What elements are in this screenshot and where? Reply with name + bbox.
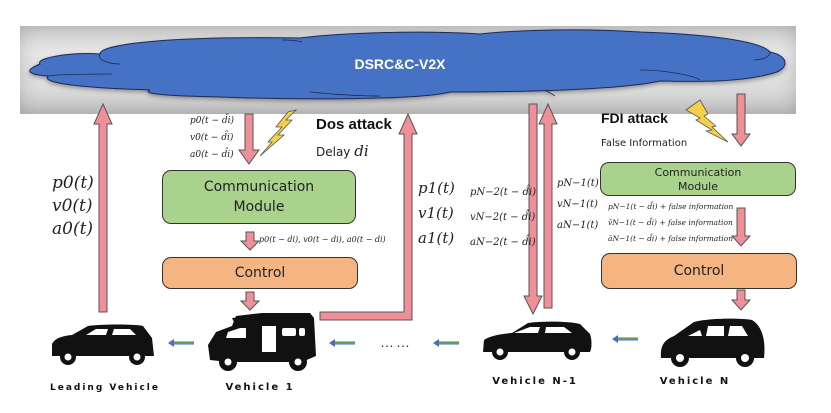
leading-state-position: p0(t) <box>52 173 94 193</box>
vehicle-n-control-box: Control <box>601 253 797 289</box>
chain-arrow-dots-to-v1 <box>329 339 355 347</box>
vehicle-n-suv-icon <box>660 318 765 367</box>
falsified-acceleration: āN−1(t − d̂i) + false information <box>608 234 734 243</box>
vehicle-n-minus-1-received-states: pN−2(t − d̂i) vN−2(t − d̂i) aN−2(t − d̂i… <box>470 180 536 255</box>
vehicle-n-communication-module: Communication Module <box>600 162 796 196</box>
vehicle-n-minus-1-car-icon <box>483 321 592 360</box>
dos-attack-title: Dos attack <box>316 116 392 133</box>
leading-state-acceleration: a0(t) <box>52 219 94 239</box>
vehicle1-label: Vehicle 1 <box>225 382 295 393</box>
v1-comm-line1: Communication <box>203 179 315 195</box>
leading-vehicle-uplink-arrow <box>93 102 113 313</box>
vehicle1-communication-module: Communication Module <box>162 170 356 224</box>
vehicle1-control-to-vehicle-arrow <box>239 291 261 311</box>
leading-state-velocity: v0(t) <box>52 196 93 216</box>
v1-state-acceleration: a1(t) <box>418 229 455 247</box>
vn1-received-velocity: vN−2(t − d̂i) <box>470 212 536 223</box>
dos-attack-lightning-icon <box>259 109 298 157</box>
dos-attack-description: Delay di <box>316 142 369 160</box>
vn1-received-position: pN−2(t − d̂i) <box>470 187 537 198</box>
vehicle1-camper-icon <box>208 313 316 371</box>
vehicle-n-minus-1-downlink-arrow <box>523 103 543 316</box>
leading-vehicle-car-icon <box>52 324 154 365</box>
vehicle-n-falsified-outputs: pN−1(t − d̂i) + false information v̄N−1(… <box>608 199 733 247</box>
vn-comm-line1: Communication <box>654 166 742 179</box>
vehicle1-delayed-output: p0(t − di), v0(t − di), a0(t − di) <box>259 235 386 244</box>
v1-state-velocity: v1(t) <box>418 204 454 222</box>
vn-comm-line2: Module <box>678 180 718 193</box>
chain-arrow-v1-to-leading <box>168 339 194 347</box>
leading-vehicle-label: Leading Vehicle <box>49 383 160 393</box>
vehicle-n-downlink-arrow <box>731 93 751 147</box>
fdi-attack-description: False Information <box>601 138 688 149</box>
leading-vehicle-states: p0(t) v0(t) a0(t) <box>52 172 94 241</box>
more-vehicles-ellipsis: …… <box>380 334 412 350</box>
network-label: DSRC&C-V2X <box>354 56 446 72</box>
vehicle-n-comm-to-control-arrow <box>730 207 752 247</box>
vehicle-n-minus-1-uplink-arrow <box>538 102 558 309</box>
dos-delay-label: Delay <box>316 145 351 159</box>
chain-arrow-vn-to-vn1 <box>612 335 638 343</box>
v1-received-velocity: v0(t − d̂i) <box>190 133 234 143</box>
chain-arrow-vn1-to-dots <box>433 339 459 347</box>
vehicle-n-minus-1-label: Vehicle N-1 <box>492 376 578 387</box>
v1-received-position: p0(t − d̂i) <box>190 116 235 126</box>
vehicle1-uplink-arrow <box>319 112 418 321</box>
fdi-attack-lightning-icon <box>685 99 729 143</box>
v1-received-acceleration: a0(t − d̂i) <box>190 150 234 160</box>
falsified-position: pN−1(t − d̂i) + false information <box>608 202 734 211</box>
fdi-attack-title: FDI attack <box>601 110 668 126</box>
vehicle-n-control-to-vehicle-arrow <box>730 289 752 311</box>
vehicle1-control-box: Control <box>162 257 358 289</box>
v1-comm-line2: Module <box>233 199 285 215</box>
vehicle1-received-states: p0(t − d̂i) v0(t − d̂i) a0(t − d̂i) <box>190 113 234 164</box>
cloud-network-icon <box>29 29 786 100</box>
vehicle1-broadcast-states: p1(t) v1(t) a1(t) <box>418 176 455 251</box>
vehicle1-comm-to-control-arrow <box>239 231 261 251</box>
vn1-received-acceleration: aN−2(t − d̂i) <box>470 237 536 248</box>
vehicle-n-label: Vehicle N <box>659 376 731 387</box>
vehicle1-downlink-arrow <box>238 113 260 165</box>
vn1-state-acceleration: aN−1(t) <box>557 220 599 231</box>
vn1-state-velocity: vN−1(t) <box>557 199 598 210</box>
falsified-velocity: v̄N−1(t − d̂i) + false information <box>608 218 733 227</box>
dos-delay-symbol: di <box>354 142 369 160</box>
vn1-state-position: pN−1(t) <box>557 178 599 189</box>
vehicle-n-minus-1-broadcast-states: pN−1(t) vN−1(t) aN−1(t) <box>557 173 599 236</box>
v1-state-position: p1(t) <box>418 179 455 197</box>
